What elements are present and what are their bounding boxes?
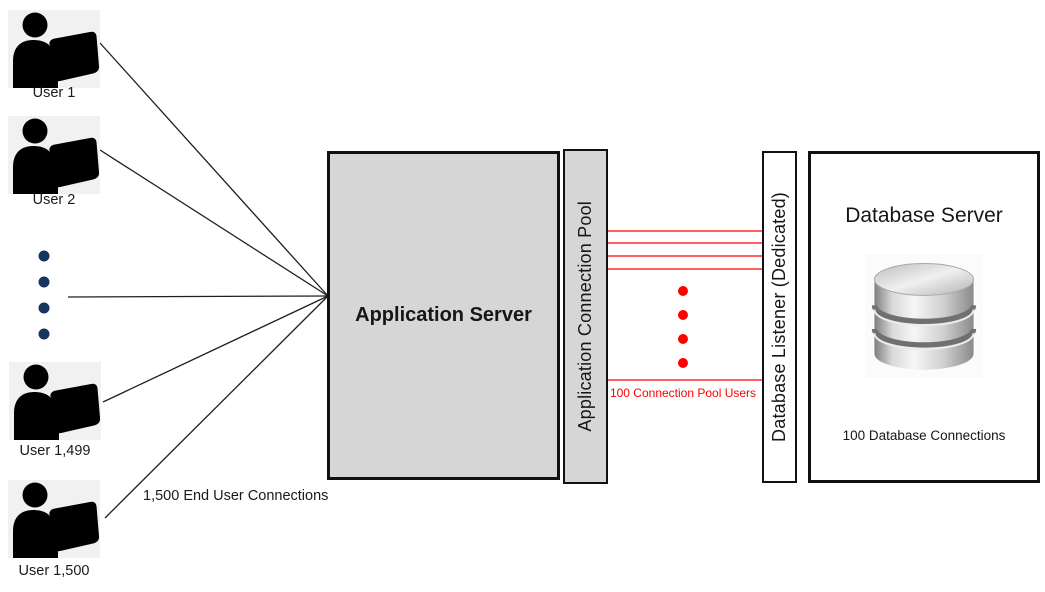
application-connection-pool-box: Application Connection Pool (563, 149, 608, 484)
user1499-connection-line (102, 295, 329, 403)
user-1-node: User 1 (8, 10, 100, 101)
connection-pool-users-label: 100 Connection Pool Users (609, 386, 757, 400)
users-ellipsis-connection-line (67, 295, 329, 298)
application-connection-pool-title: Application Connection Pool (575, 201, 595, 432)
database-listener-box: Database Listener (Dedicated) (762, 151, 797, 483)
end-user-connection-lines (67, 42, 329, 519)
database-icon (865, 254, 983, 378)
ellipsis-dot-icon (38, 302, 50, 314)
user-laptop-icon (9, 362, 101, 440)
user-label: User 1 (32, 85, 76, 101)
user-1500-node: User 1,500 (8, 480, 100, 579)
end-user-connections-label: 1,500 End User Connections (143, 488, 329, 504)
red-ellipsis-dot-icon (678, 334, 688, 344)
user-2-node: User 2 (8, 116, 100, 208)
user-label: User 2 (32, 192, 76, 208)
ellipsis-dot-icon (38, 276, 50, 288)
database-server-title: Database Server (845, 204, 1003, 227)
database-cylinder-icon (871, 263, 977, 370)
database-server-box: Database Server (808, 151, 1040, 483)
application-server-box: Application Server (327, 151, 560, 480)
user-laptop-icon (8, 10, 100, 88)
user-laptop-icon (8, 480, 100, 558)
red-ellipsis-dot-icon (678, 286, 688, 296)
database-connections-label: 100 Database Connections (842, 428, 1006, 443)
user1-connection-line (99, 42, 329, 297)
user-label: User 1,500 (18, 563, 90, 579)
user2-connection-line (99, 149, 329, 297)
pool-connection-lines (608, 230, 762, 381)
application-server-title: Application Server (355, 304, 532, 326)
users-ellipsis-dots (38, 250, 50, 340)
ellipsis-dot-icon (38, 328, 50, 340)
user-label: User 1,499 (19, 443, 91, 459)
red-ellipsis-dot-icon (678, 310, 688, 320)
user-laptop-icon (8, 116, 100, 194)
red-ellipsis-dot-icon (678, 358, 688, 368)
ellipsis-dot-icon (38, 250, 50, 262)
user-1499-node: User 1,499 (9, 362, 101, 459)
user1500-connection-line (104, 295, 329, 519)
pool-ellipsis-dots (678, 286, 688, 368)
database-listener-title: Database Listener (Dedicated) (769, 192, 789, 442)
